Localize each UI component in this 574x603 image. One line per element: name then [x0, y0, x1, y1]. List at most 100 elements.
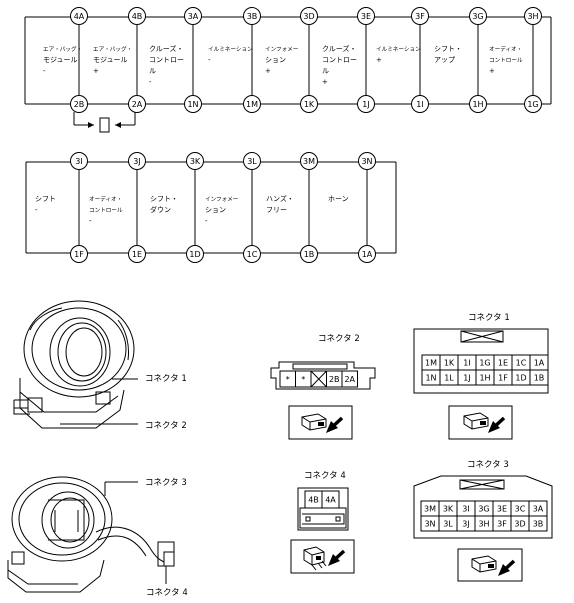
connector1-cell-label: 1C [516, 359, 527, 368]
top-pin-1N-label: 1N [187, 100, 198, 109]
connector3-housing [413, 475, 553, 539]
connector2-cell: 2A [341, 370, 358, 388]
connector1-cell: 1H [475, 369, 495, 386]
connector1-cell-label: 1E [498, 359, 508, 368]
top-function-label-line: クルーズ・ [149, 44, 183, 53]
top-function-label: エア・バッグ・モジュール+ [93, 45, 132, 75]
connector1-cell: 1E [493, 354, 513, 371]
top-pin-1G-label: 1G [527, 100, 538, 109]
mid-pin-1E: 1E [128, 245, 146, 263]
connector2-cell-label: 2B [329, 375, 340, 384]
connector3-cell-label: 3L [443, 520, 453, 529]
connector2-cell-label: * [301, 375, 305, 384]
top-pin-3H-circle [524, 7, 542, 25]
top-pin-3A-circle [184, 7, 202, 25]
connector3-cell: 3L [438, 515, 458, 532]
top-pin-1K: 1K [300, 95, 318, 113]
connector3-cell: 3K [438, 500, 458, 517]
top-pin-3D-label: 3D [303, 12, 314, 21]
mid-function-label-line: - [35, 206, 38, 214]
top-pin-3A-label: 3A [188, 12, 199, 21]
connector1-cell-label: 1G [479, 359, 490, 368]
top-pin-1H: 1H [469, 95, 487, 113]
mid-function-label-line: ション [205, 206, 226, 214]
mid-function-label: ホーン [328, 195, 349, 203]
connector3-cell-label: 3A [533, 505, 544, 514]
top-function-label-line: + [322, 78, 328, 86]
top-pin-1J-label: 1J [362, 100, 369, 109]
connector1-cell: 1A [529, 354, 549, 371]
connector1-cell: 1J [457, 369, 477, 386]
top-function-label-line: エア・バッグ・ [43, 45, 82, 53]
mid-pin-3M-label: 3M [303, 157, 315, 166]
connector3-cell-label: 3C [515, 505, 526, 514]
top-function-label-line: モジュール [93, 56, 128, 64]
connector3-cell: 3H [474, 515, 494, 532]
connector1-cell: 1C [511, 354, 531, 371]
top-function-label-line: インフォメー [265, 46, 299, 53]
top-circuit [24, 16, 552, 105]
mid-pin-3J: 3J [128, 152, 146, 170]
top-pin-1G-circle [524, 95, 542, 113]
top-pin-1J: 1J [357, 95, 375, 113]
mid-function-label-line: ダウン [150, 205, 171, 214]
connector3-cell-label: 3G [478, 505, 489, 514]
connector1-cell: 1N [421, 369, 441, 386]
mid-pin-1F: 1F [70, 245, 88, 263]
top-pin-1J-circle [357, 95, 375, 113]
mid-pin-3J-label: 3J [133, 157, 140, 166]
connector3-cell: 3N [420, 515, 440, 532]
mid-function-label: オーディオ・コントロール- [89, 195, 123, 225]
connector1-cell: 1G [475, 354, 495, 371]
mid-pin-3M: 3M [300, 152, 318, 170]
top-pin-2B-label: 2B [74, 100, 85, 109]
mid-function-label-line: シフト [35, 195, 56, 203]
connector3-cell-label: 3N [424, 520, 435, 529]
top-pin-3H: 3H [524, 7, 542, 25]
top-function-label: オーディオ・コントロール+ [489, 45, 523, 75]
connector3-cell-label: 3J [462, 520, 469, 529]
mid-pin-3K-circle [186, 152, 204, 170]
connector2-housing [270, 361, 376, 390]
top-pin-3A: 3A [184, 7, 202, 25]
top-pin-4B-circle [128, 7, 146, 25]
top-pin-1M-circle [243, 95, 261, 113]
mid-pin-1D: 1D [186, 245, 204, 263]
connector1-cell-label: 1M [425, 359, 437, 368]
connector1-cell-label: 1A [534, 359, 545, 368]
connector1-cell: 1M [421, 354, 441, 371]
mid-function-label-line: ハンズ・ [266, 194, 294, 203]
mid-function-label-line: コントロール [89, 207, 123, 214]
mid-function-label-line: - [89, 217, 92, 225]
mid-pin-1D-circle [186, 245, 204, 263]
connector1-cell-label: 1K [444, 359, 455, 368]
top-pin-2A: 2A [128, 95, 146, 113]
top-pin-1K-label: 1K [304, 100, 315, 109]
connector2-cell: * [295, 370, 312, 388]
top-function-label-line: + [376, 56, 382, 64]
top-pin-3E-circle [357, 7, 375, 25]
clock-spring-drawing-upper [13, 300, 138, 429]
mid-pin-3N-circle [358, 152, 376, 170]
connector3-cell-label: 3I [462, 505, 469, 514]
connector3-title: コネクタ 3 [467, 460, 509, 470]
mid-function-label-line: シフト・ [150, 195, 178, 203]
coil-symbol [73, 112, 136, 133]
connector3-cell-label: 3B [533, 520, 544, 529]
top-function-label-line: + [489, 67, 495, 75]
top-function-label-line: + [265, 67, 271, 75]
connector2-title: コネクタ 2 [318, 334, 360, 344]
mid-pin-3I-label: 3I [75, 157, 82, 166]
mid-function-label-line: ホーン [328, 195, 349, 203]
top-function-label-line: ション [265, 56, 286, 64]
top-function-label: シフト・アップ [434, 45, 462, 64]
top-pin-4A-label: 4A [74, 12, 85, 21]
top-function-label: クルーズ・コントロール- [149, 44, 184, 86]
top-pin-1K-circle [300, 95, 318, 113]
top-pin-3D: 3D [300, 7, 318, 25]
connector4-cell: 4A [321, 490, 340, 509]
connector2-cell-label: * [286, 375, 290, 384]
top-function-label-line: クルーズ・ [322, 44, 356, 53]
